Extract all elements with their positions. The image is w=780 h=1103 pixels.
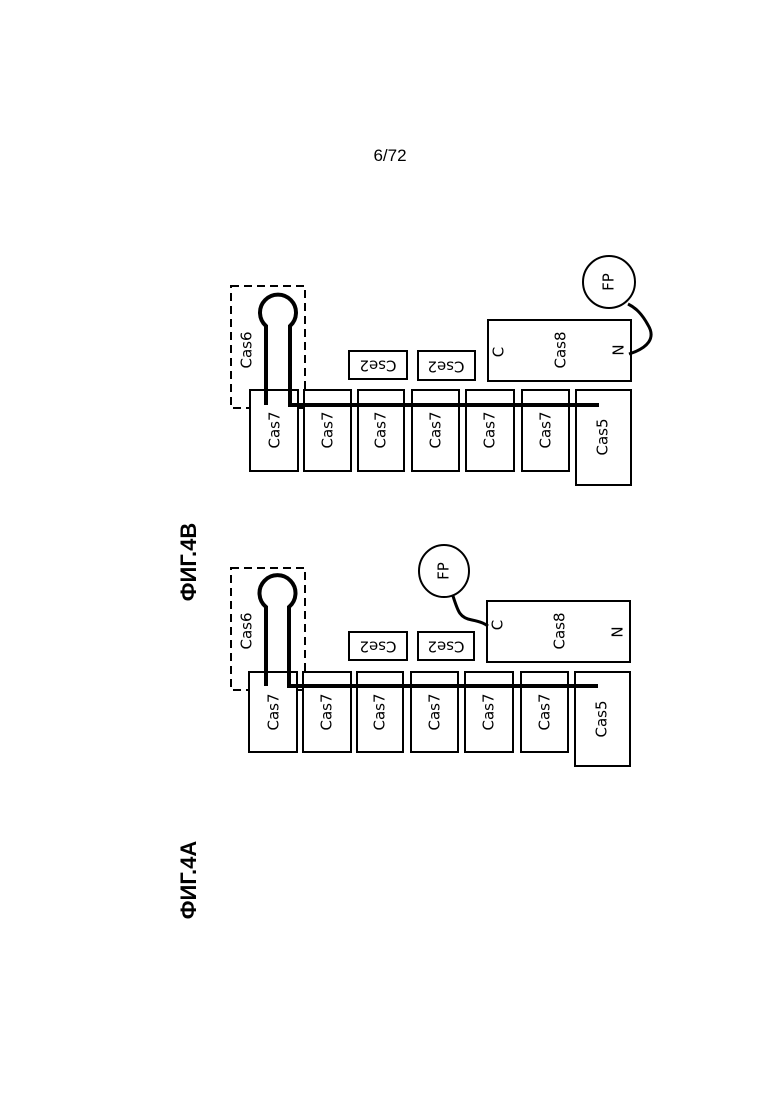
figure-4a-title: ФИГ.4А [176,841,201,920]
figure-4a-cas5-label: Cas5 [593,700,611,737]
figure-4a-fp-label: FP [435,562,453,580]
figure-4b-cas8-n-terminus: N [610,344,628,355]
figure-4b-cse2-label: Cse2 [359,357,396,375]
figure-4a-cas7-label: Cas7 [318,693,336,730]
figure-4a: ФИГ.4А Cas6 Cas7 Cas7 Cas7 Cas7 Cas7 Cas… [176,545,630,919]
figure-4a-cse2-label: Cse2 [359,638,396,656]
figure-4b-cse2-label: Cse2 [427,358,464,376]
figure-4b-cas7-label: Cas7 [266,411,284,448]
figure-4b-cas7-label: Cas7 [372,411,390,448]
figure-4b-cas7-label: Cas7 [319,411,337,448]
figure-4b-cas7-label: Cas7 [427,411,445,448]
figure-4b-cas7-label: Cas7 [481,411,499,448]
figure-4a-cas8-label: Cas8 [551,612,569,649]
figure-4b: ФИГ.4В Cas6 Cas7 Cas7 Cas7 Cas7 Cas7 Cas… [176,256,651,601]
figure-4b-cas5-label: Cas5 [594,418,612,455]
figure-4a-fp-linker [453,596,488,626]
figure-4a-cas7-label: Cas7 [480,693,498,730]
figure-4a-cas8-c-terminus: C [489,620,507,630]
figure-4b-cas6-label: Cas6 [238,331,256,368]
figure-4a-cas7-label: Cas7 [371,693,389,730]
figure-4b-fp-label: FP [600,273,618,291]
figure-4a-cas8-n-terminus: N [609,626,627,637]
figure-4a-cas7-label: Cas7 [536,693,554,730]
figure-4a-cse2-label: Cse2 [427,638,464,656]
figure-4a-cas6-label: Cas6 [238,612,256,649]
figure-4a-cas7-label: Cas7 [265,693,283,730]
figure-4b-cas8-label: Cas8 [552,331,570,368]
figure-4b-cas7-label: Cas7 [537,411,555,448]
figure-4b-title: ФИГ.4В [176,523,201,602]
figure-4b-cas8-c-terminus: C [490,347,508,357]
figure-4a-cas7-label: Cas7 [426,693,444,730]
